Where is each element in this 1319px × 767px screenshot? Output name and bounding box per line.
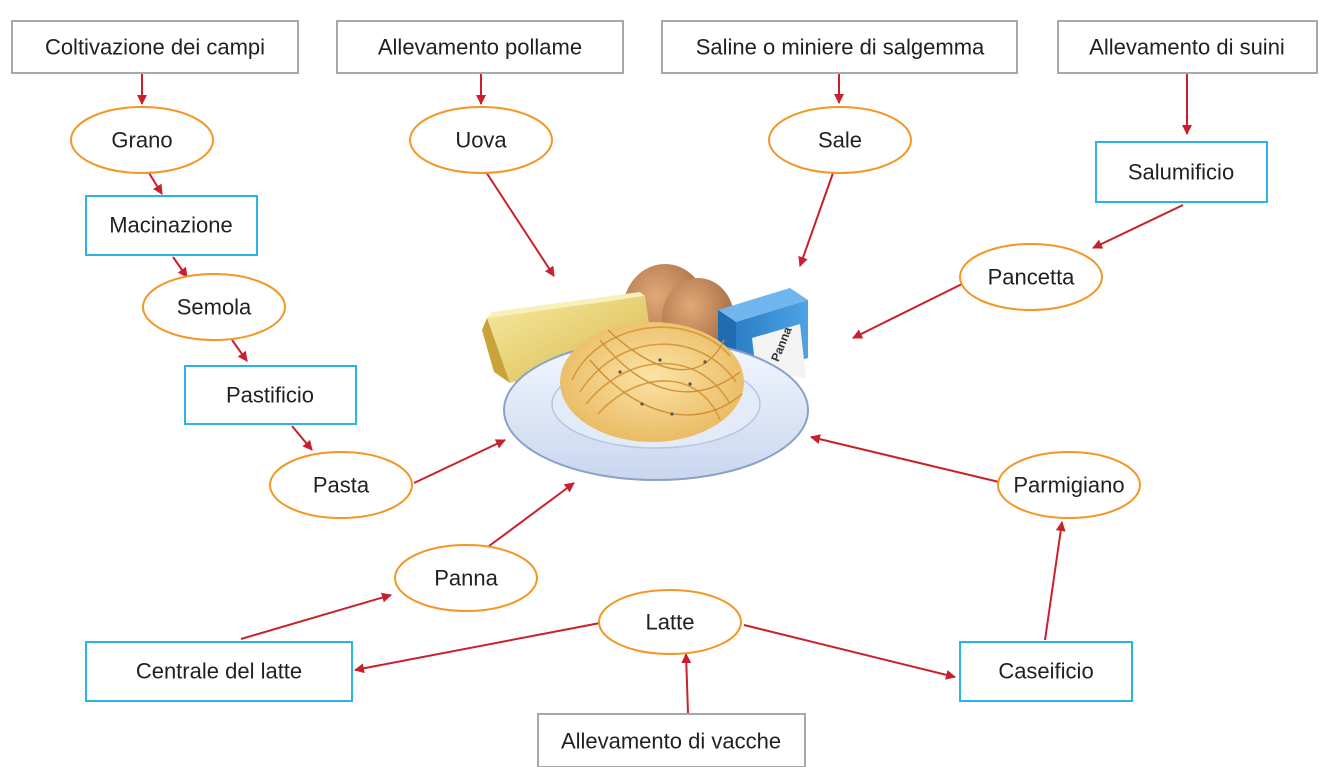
process-box-salumificio: Salumificio [1095,141,1268,203]
arrow-panna-dish [484,482,575,550]
source-box-coltivazione: Coltivazione dei campi [11,20,299,74]
arrow-sale-dish [798,172,834,267]
product-ellipse-pancetta: Pancetta [959,243,1103,311]
arrow-semola-pastificio [231,339,248,362]
source-box-pollame: Allevamento pollame [336,20,624,74]
product-ellipse-latte: Latte [598,589,742,655]
cream-carton: Panna [718,288,808,378]
product-ellipse-parmigiano: Parmigiano [997,451,1141,519]
label-saline: Saline o miniere di salgemma [696,35,985,60]
label-uova: Uova [455,128,507,153]
label-pasta: Pasta [313,473,370,498]
product-ellipse-semola: Semola [142,273,286,341]
product-ellipse-pasta: Pasta [269,451,413,519]
arrow-uova-dish [485,171,555,277]
label-centrale: Centrale del latte [136,659,302,684]
product-ellipse-uova: Uova [409,106,553,174]
pasta-nest [560,322,744,442]
label-grano: Grano [111,128,172,153]
process-box-macinazione: Macinazione [85,195,258,256]
label-macinazione: Macinazione [109,213,233,238]
product-ellipse-panna: Panna [394,544,538,612]
arrow-pasta-dish [413,439,506,484]
label-coltivazione: Coltivazione dei campi [45,35,265,60]
label-pancetta: Pancetta [988,265,1076,290]
source-box-saline: Saline o miniere di salgemma [661,20,1018,74]
label-pastificio: Pastificio [226,383,314,408]
arrow-salumificio-pancetta [1092,204,1184,249]
arrow-vacche-latte [681,653,692,714]
arrow-centrale-panna [240,592,392,640]
process-box-pastificio: Pastificio [184,365,357,425]
product-ellipse-sale: Sale [768,106,912,174]
arrow-caseificio-parmigiano [1044,521,1066,641]
process-box-centrale: Centrale del latte [85,641,353,702]
arrow-latte-caseificio [743,624,956,680]
label-pollame: Allevamento pollame [378,35,582,60]
source-box-suini: Allevamento di suini [1057,20,1318,74]
label-parmigiano: Parmigiano [1013,473,1124,498]
label-caseificio: Caseificio [998,659,1093,684]
label-latte: Latte [646,610,695,635]
label-vacche: Allevamento di vacche [561,729,781,754]
source-box-vacche: Allevamento di vacche [537,713,806,767]
label-salumificio: Salumificio [1128,160,1234,185]
label-panna: Panna [434,566,498,591]
label-semola: Semola [177,295,252,320]
process-box-caseificio: Caseificio [959,641,1133,702]
parmesan-wedge [482,292,652,383]
arrow-macinazione-semola [172,256,188,278]
arrow-grano-macinazione [148,172,163,195]
arrow-pastificio-pasta [291,425,313,451]
arrow-pancetta-dish [852,283,963,339]
label-suini: Allevamento di suini [1089,35,1285,60]
label-sale: Sale [818,128,862,153]
arrow-parmigiano-dish [810,434,1000,483]
product-ellipse-grano: Grano [70,106,214,174]
arrow-latte-centrale [354,622,601,674]
